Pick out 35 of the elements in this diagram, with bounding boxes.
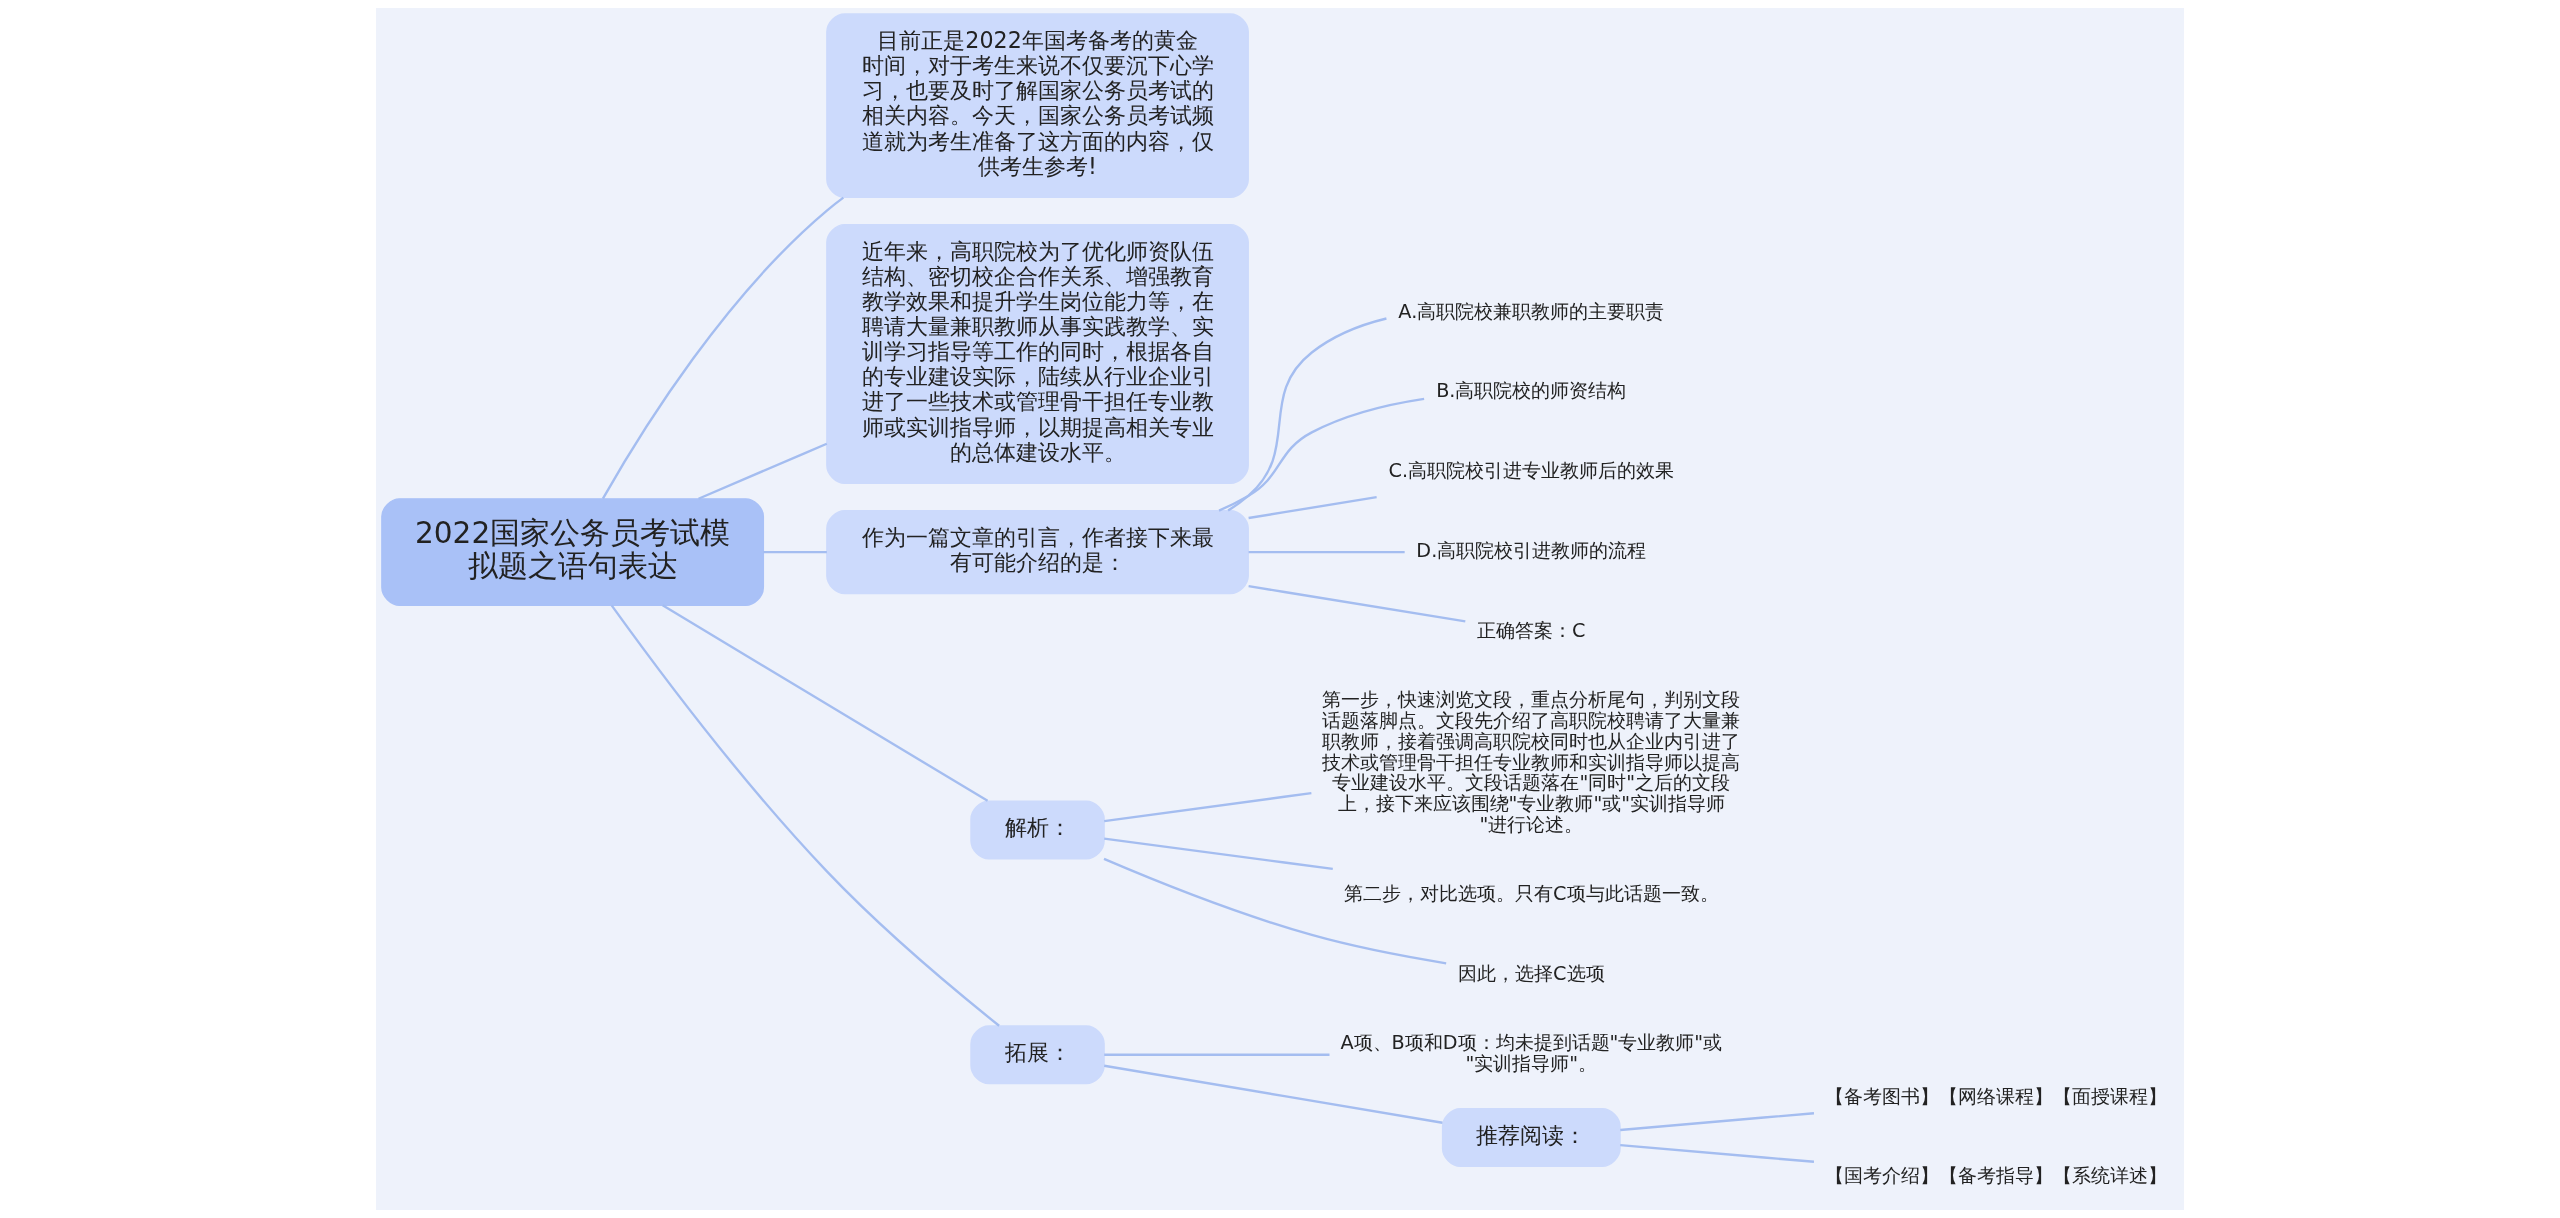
node-text: 第一步，快速浏览文段，重点分析尾句，判别文段话题落脚点。文段先介绍了高职院校聘请了大量兼职教师，接着强调高职院校同时也从企业内引进了技术或管理骨干担任专业教师和实训指导师以提高专业建设水平。文段话题落在"同时"之后的文段上，接下来应该围绕"专业教师"或"实训指导师"进行论述。 [1322,688,1741,836]
connector [1104,791,1312,823]
node-text: 【备考图书】【网络课程】【面授课程】 [1825,1084,2168,1108]
node-text: C.高职院校引进专业教师后的效果 [1388,459,1675,483]
connector [698,442,828,500]
node-text: 第二步，对比选项。只有C项与此话题一致。 [1344,882,1719,906]
node-text: A.高职院校兼职教师的主要职责 [1398,299,1665,323]
connector [1248,585,1466,623]
connector [1620,1112,1815,1132]
connector [1103,857,1447,965]
node-box: 拓展： [970,1025,1105,1085]
node-text: 【国考介绍】【备考指导】【系统详述】 [1825,1164,2168,1188]
connector [1218,397,1425,512]
connector [1104,837,1333,871]
node-text: D.高职院校引进教师的流程 [1416,539,1647,563]
connector [610,604,1000,1027]
connector [763,550,827,554]
node-box: 推荐阅读： [1441,1107,1621,1168]
node-box: 解析： [970,800,1105,860]
connector [662,604,989,802]
connector [1248,496,1377,520]
node-box: 2022国家公务员考试模拟题之语句表达 [381,498,765,607]
connector [1620,1143,1815,1163]
connector [1248,550,1405,554]
node-text: 因此，选择C选项 [1458,961,1605,985]
node-text: B.高职院校的师资结构 [1436,379,1627,403]
connector [1104,1053,1330,1056]
connector [1227,317,1387,512]
node-text: 正确答案：C [1477,618,1586,642]
connector [601,196,845,500]
node-box: 作为一篇文章的引言，作者接下来最有可能介绍的是： [826,509,1249,595]
node-box: 目前正是2022年国考备考的黄金时间，对于考生来说不仅要沉下心学习，也要及时了解国家公务员考试的相关内容。今天，国家公务员考试频道就为考生准备了这方面的内容，仅供考生参考! [826,13,1249,198]
connector [1104,1064,1443,1124]
node-text: A项、B项和D项：均未提到话题"专业教师"或"实训指导师"。 [1340,1031,1723,1076]
node-box: 近年来，高职院校为了优化师资队伍结构、密切校企合作关系、增强教育教学效果和提升学生岗位能力等，在聘请大量兼职教师从事实践教学、实训学习指导等工作的同时，根据各自的专业建设实际，陆续从行业企业引进了一些技术或管理骨干担任专业教师或实训指导师，以期提高相关专业的总体建设水平。 [826,223,1249,485]
